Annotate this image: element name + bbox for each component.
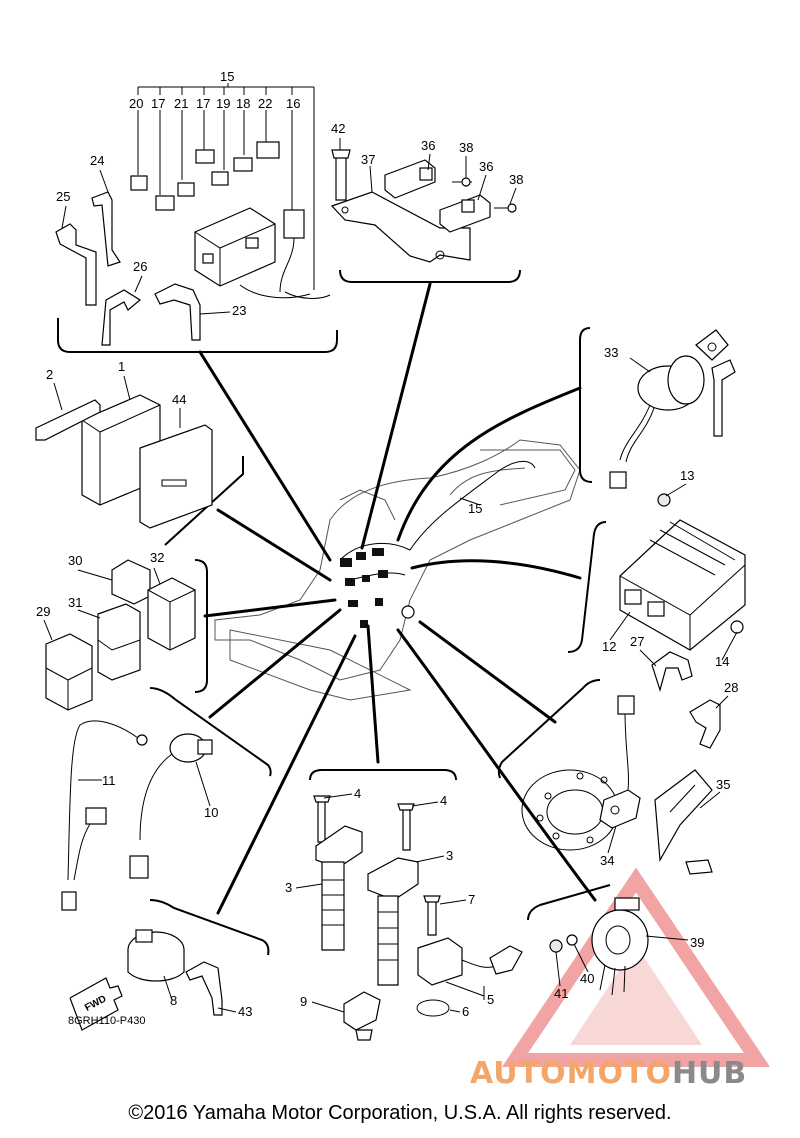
cable-ties [55,191,201,346]
label-leaders [43,138,738,1013]
part-label: 33 [604,345,618,360]
ignition-coil-icon [313,795,419,986]
part-label: 24 [90,153,104,168]
part-label: 39 [690,935,704,950]
leader-lines [198,282,597,915]
part-label: 21 [174,96,188,111]
fuse-group [130,83,331,299]
part-label: 3 [446,848,453,863]
fuse-icon [256,141,280,159]
part-label: 17 [196,96,210,111]
watermark-logo [501,867,771,1067]
sensor-10-icon [129,733,213,879]
watermark-text-part1: AUTOMOTO [470,1056,672,1091]
part-label: 5 [487,992,494,1007]
part-label: 44 [172,392,186,407]
part-labels: 15 20 17 21 17 19 18 22 16 24 25 26 23 4… [36,69,738,1019]
part-label: 7 [468,892,475,907]
part-label: 14 [715,654,729,669]
part-label: 26 [133,259,147,274]
part-label: 36 [421,138,435,153]
fuse-icon [130,175,148,191]
sensor-8-icon [127,929,223,1016]
part-label: 38 [509,172,523,187]
part-label: 12 [602,639,616,654]
part-label: 6 [462,1004,469,1019]
sensor-39-icon [549,897,649,996]
fwd-arrow-icon: FWD [69,977,123,1031]
ecu-icon [35,394,213,529]
fuse-icon [155,195,175,211]
part-label: 32 [150,550,164,565]
part-label: 17 [151,96,165,111]
part-label: 18 [236,96,250,111]
part-label: 38 [459,140,473,155]
part-label: 35 [716,777,730,792]
part-label: 16 [286,96,300,111]
part-label: 3 [285,880,292,895]
part-label: 43 [238,1004,252,1019]
fuse-icon [233,157,253,172]
sensor-5-icon [416,895,523,1017]
connector-16-icon [279,209,305,293]
part-label: 34 [600,853,614,868]
part-label: 30 [68,553,82,568]
watermark-text-part2: HUB [671,1056,748,1091]
wire-harness-center [339,461,536,628]
part-label: 28 [724,680,738,695]
part-label: 25 [56,189,70,204]
part-label: 9 [300,994,307,1009]
part-label: 31 [68,595,82,610]
part-label: 42 [331,121,345,136]
part-label: 40 [580,971,594,986]
part-label: 41 [554,986,568,1001]
fuse-icon [177,182,195,197]
switch-9-icon [343,991,381,1041]
part-label: 13 [680,468,694,483]
part-label: 22 [258,96,272,111]
pickup-coil-icon [521,695,713,875]
clamp-icons [651,651,721,749]
ignition-switch-icon [609,329,736,489]
group-brackets [57,269,611,956]
part-label: 36 [479,159,493,174]
fuse-box-icon [194,207,331,299]
part-label: 1 [118,359,125,374]
part-label: 11 [102,773,116,788]
part-label: 19 [216,96,230,111]
watermark-text: AUTOMOTOHUB [470,1056,747,1091]
diagram-code: 8GRH110-P430 [68,1015,146,1027]
part-label: 2 [46,367,53,382]
part-label: 4 [354,786,361,801]
relays-icon [45,559,196,711]
part-label: 8 [170,993,177,1008]
fuse-icon [211,171,229,186]
part-label: 10 [204,805,218,820]
part-label: 4 [440,793,447,808]
part-label: 29 [36,604,50,619]
fuse-icon [195,149,215,164]
part-label: 27 [630,634,644,649]
part-label: 20 [129,96,143,111]
relay-bracket-group [330,149,517,263]
part-label: 23 [232,303,246,318]
rectifier-regulator-icon [619,493,746,651]
part-label: 37 [361,152,375,167]
vehicle-frame-outline [214,439,581,701]
part-label: 15 [220,69,234,84]
lead-wire-icon [61,720,148,911]
copyright-notice: ©2016 Yamaha Motor Corporation, U.S.A. A… [128,1102,672,1124]
